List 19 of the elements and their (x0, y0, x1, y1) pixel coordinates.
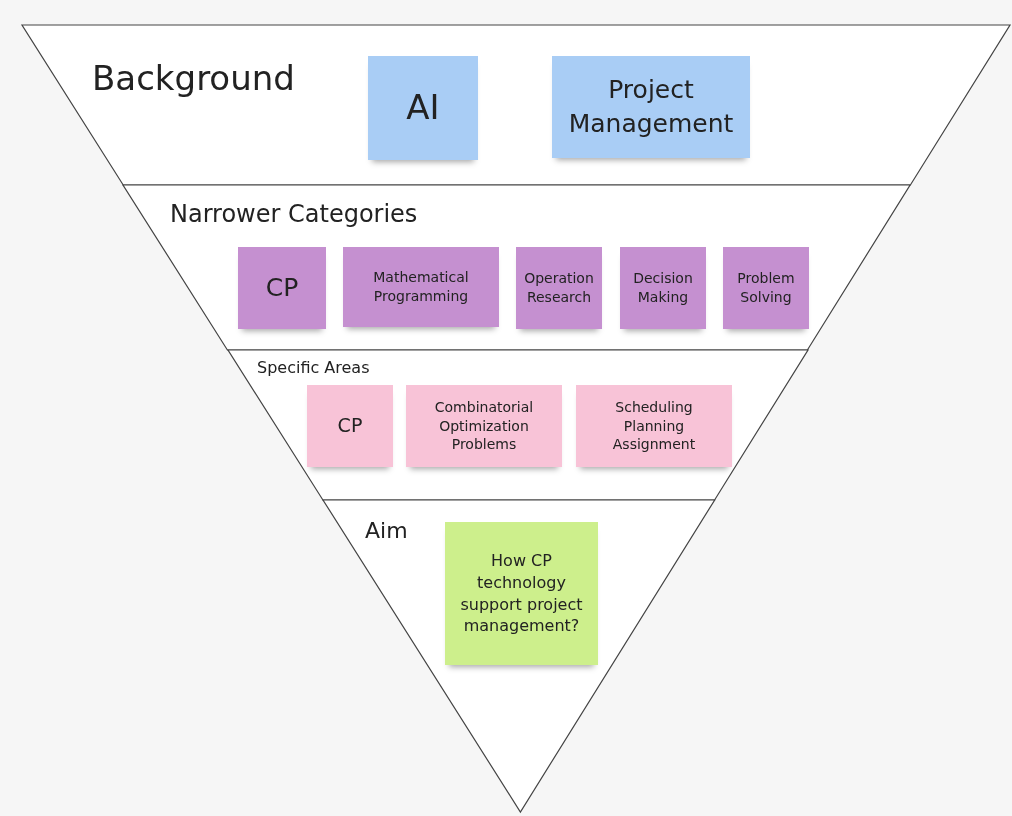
sticky-note: Combinatorial Optimization Problems (406, 385, 562, 467)
band-heading: Narrower Categories (170, 200, 418, 228)
sticky-note: Mathematical Programming (343, 247, 499, 327)
sticky-note: CP (238, 247, 326, 329)
funnel-band (22, 25, 1010, 185)
sticky-note: Project Management (552, 56, 750, 158)
sticky-note: AI (368, 56, 478, 160)
funnel-band (227, 350, 808, 500)
band-heading: Background (92, 58, 295, 98)
funnel-band (322, 500, 715, 812)
sticky-note: Scheduling Planning Assignment (576, 385, 732, 467)
funnel-band (123, 185, 911, 350)
sticky-note: Problem Solving (723, 247, 809, 329)
sticky-note: CP (307, 385, 393, 467)
sticky-note: Decision Making (620, 247, 706, 329)
sticky-note: How CP technology support project management? (445, 522, 598, 665)
band-heading: Specific Areas (257, 358, 370, 377)
band-heading: Aim (365, 518, 408, 543)
sticky-note: Operation Research (516, 247, 602, 329)
